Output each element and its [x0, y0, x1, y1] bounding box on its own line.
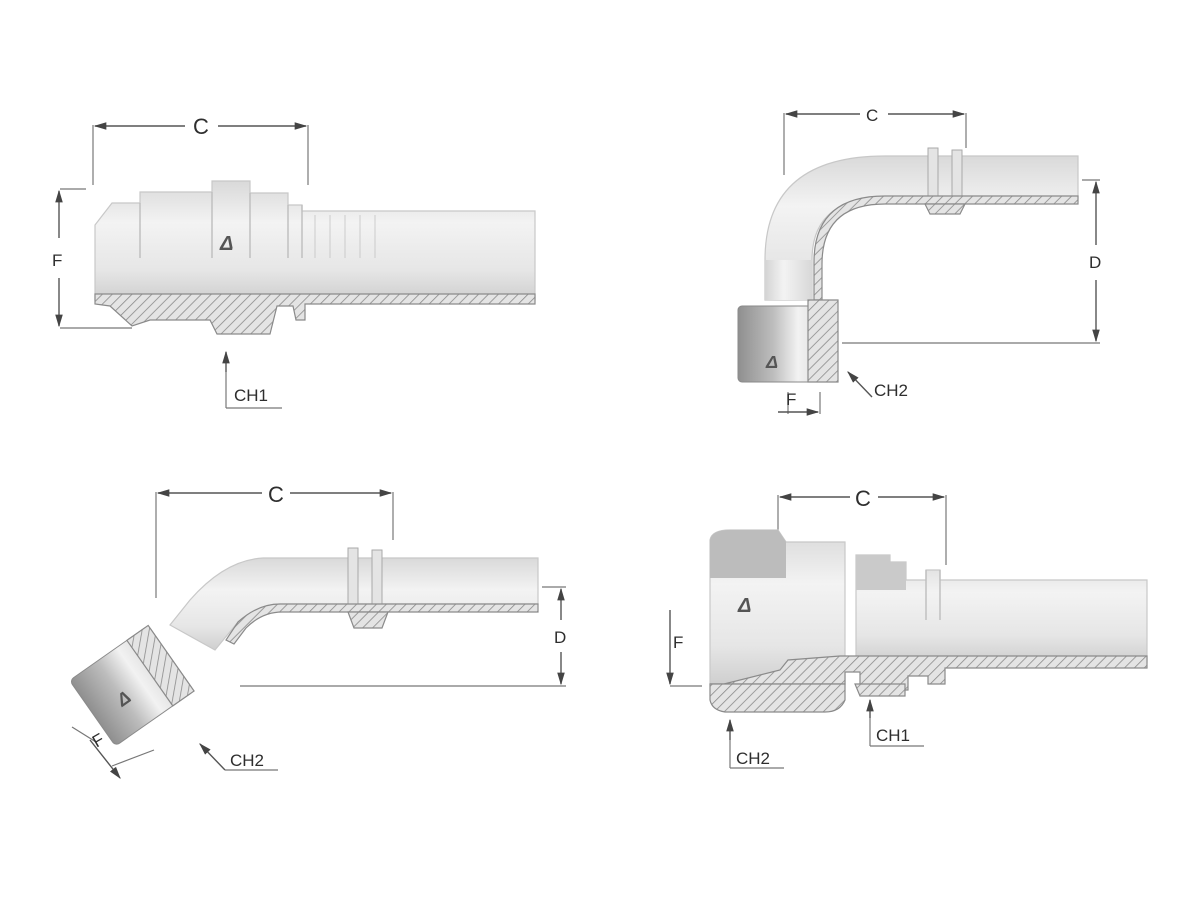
callout-ch2: CH2: [199, 743, 278, 771]
dimension-f: F: [666, 610, 702, 687]
label-ch1: CH1: [876, 726, 910, 745]
callout-ch1: CH1: [222, 350, 282, 409]
dimension-c: C: [777, 486, 947, 565]
dimension-c: C: [92, 114, 309, 185]
label-d: D: [1089, 253, 1101, 272]
label-c: C: [866, 106, 878, 125]
label-c: C: [855, 486, 871, 511]
manufacturer-logo-icon: Δ: [219, 233, 233, 255]
label-c: C: [268, 482, 284, 507]
label-c: C: [193, 114, 209, 139]
dimension-f: F: [778, 390, 821, 416]
dimension-d: D: [842, 179, 1101, 344]
label-ch2: CH2: [874, 381, 908, 400]
callout-ch2: CH2: [847, 371, 908, 400]
elbow-90-female-swivel-fitting: C Δ D F CH2: [737, 106, 1101, 416]
label-f: F: [52, 251, 62, 270]
manufacturer-logo-icon: Δ: [737, 595, 751, 617]
label-ch2: CH2: [736, 749, 770, 768]
dimension-c: C: [155, 482, 394, 598]
label-ch2: CH2: [230, 751, 264, 770]
label-f: F: [673, 633, 683, 652]
dimension-f: F: [52, 188, 132, 329]
manufacturer-logo-icon: Δ: [765, 352, 778, 372]
callout-ch2: CH2: [726, 718, 784, 769]
straight-female-swivel-fitting: C Δ F CH2 CH1: [666, 486, 1148, 769]
label-f: F: [786, 390, 796, 409]
label-ch1: CH1: [234, 386, 268, 405]
dimension-d: D: [240, 586, 566, 687]
label-d: D: [554, 628, 566, 647]
straight-male-fitting: C Δ F CH1: [52, 114, 536, 409]
elbow-45-female-swivel-fitting: C Δ D F C: [71, 482, 566, 779]
callout-ch1: CH1: [866, 698, 924, 747]
label-f: F: [89, 730, 107, 752]
dimension-c: C: [783, 106, 967, 175]
